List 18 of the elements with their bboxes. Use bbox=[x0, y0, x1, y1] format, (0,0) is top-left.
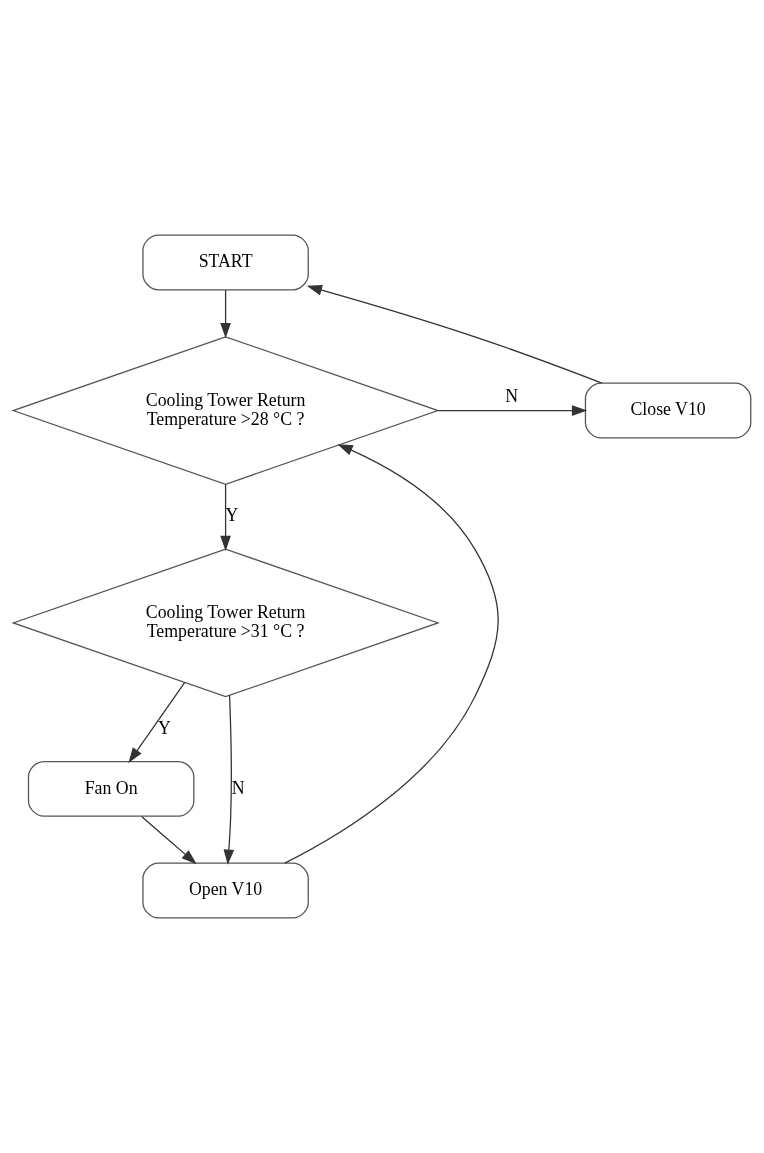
arrow bbox=[141, 816, 197, 865]
arrow bbox=[284, 444, 499, 864]
edge-label: Y bbox=[225, 505, 239, 526]
arrow bbox=[223, 694, 235, 865]
edge-label: N bbox=[231, 777, 245, 798]
node-diamond: Cooling Tower Return Temperature >28 °C ? bbox=[11, 336, 440, 485]
node-box: START bbox=[142, 234, 309, 291]
edge-label: Y bbox=[158, 717, 171, 738]
arrow bbox=[306, 284, 603, 384]
arrow bbox=[220, 484, 231, 551]
edge-label: N bbox=[505, 385, 519, 406]
node-diamond: Cooling Tower Return Temperature >31 °C ? bbox=[11, 548, 440, 698]
arrow bbox=[128, 682, 186, 763]
node-box: Open V10 bbox=[142, 862, 309, 919]
arrow bbox=[220, 289, 231, 339]
node-box: Close V10 bbox=[584, 382, 752, 439]
arrow bbox=[437, 405, 588, 416]
node-box: Fan On bbox=[27, 760, 195, 817]
